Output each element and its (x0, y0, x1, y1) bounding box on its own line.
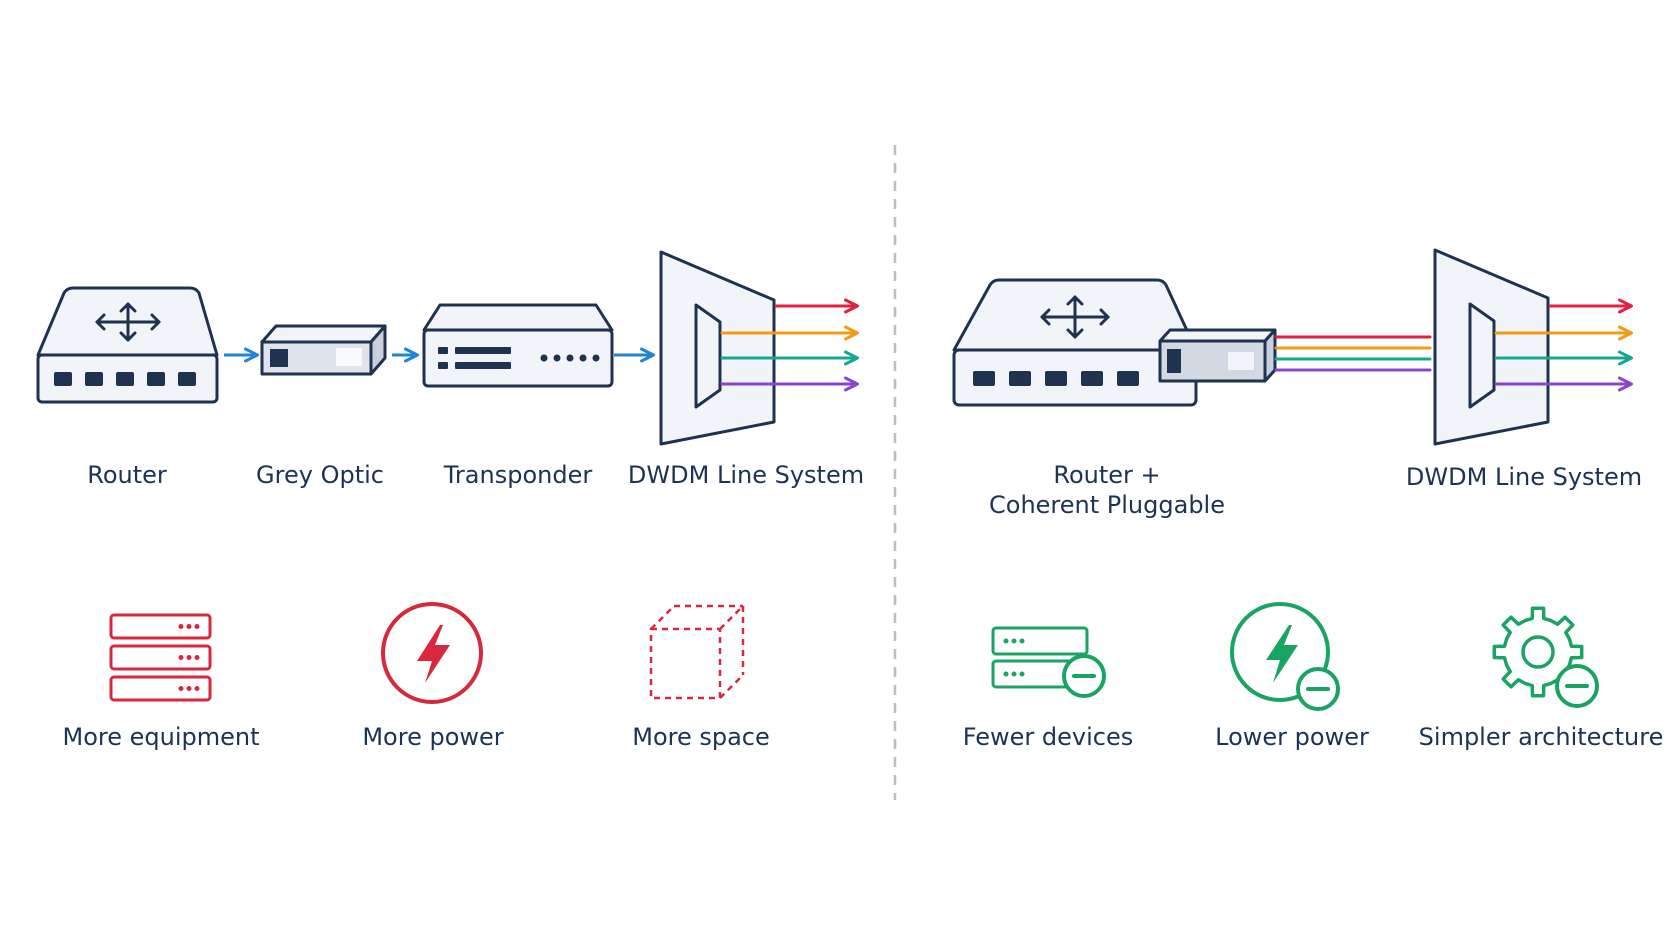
gear-minus-icon (1492, 606, 1599, 708)
label-more-power: More power (362, 723, 504, 751)
mux-icon (1433, 248, 1550, 446)
server-stack-icon (109, 613, 212, 702)
transponder-icon (422, 303, 614, 388)
wavelength-arrows (1494, 298, 1633, 392)
label-transponder: Transponder (443, 461, 593, 489)
label-fewer-devices: Fewer devices (962, 723, 1134, 751)
mux-icon (659, 250, 776, 446)
router-icon (36, 286, 219, 404)
server-minus-icon (991, 626, 1106, 698)
optic-module-icon (260, 324, 387, 376)
wavelength-arrows (720, 298, 859, 392)
label-router-coherent-pluggable: Router + Coherent Pluggable (989, 461, 1225, 519)
label-grey-optic: Grey Optic (256, 461, 384, 489)
label-router: Router (87, 461, 167, 489)
label-more-equipment: More equipment (62, 723, 260, 751)
label-simpler-architecture: Simpler architecture (1418, 723, 1664, 751)
lightning-minus-icon (1230, 602, 1340, 711)
label-more-space: More space (632, 723, 770, 751)
label-dwdm-line-system-left: DWDM Line System (627, 461, 865, 489)
label-dwdm-line-system-right: DWDM Line System (1405, 463, 1643, 491)
dashed-cube-icon (649, 604, 745, 700)
router-with-pluggable-icon (952, 278, 1277, 407)
wavelength-fibers (1274, 335, 1432, 372)
lightning-circle-icon (381, 602, 483, 704)
label-lower-power: Lower power (1215, 723, 1369, 751)
